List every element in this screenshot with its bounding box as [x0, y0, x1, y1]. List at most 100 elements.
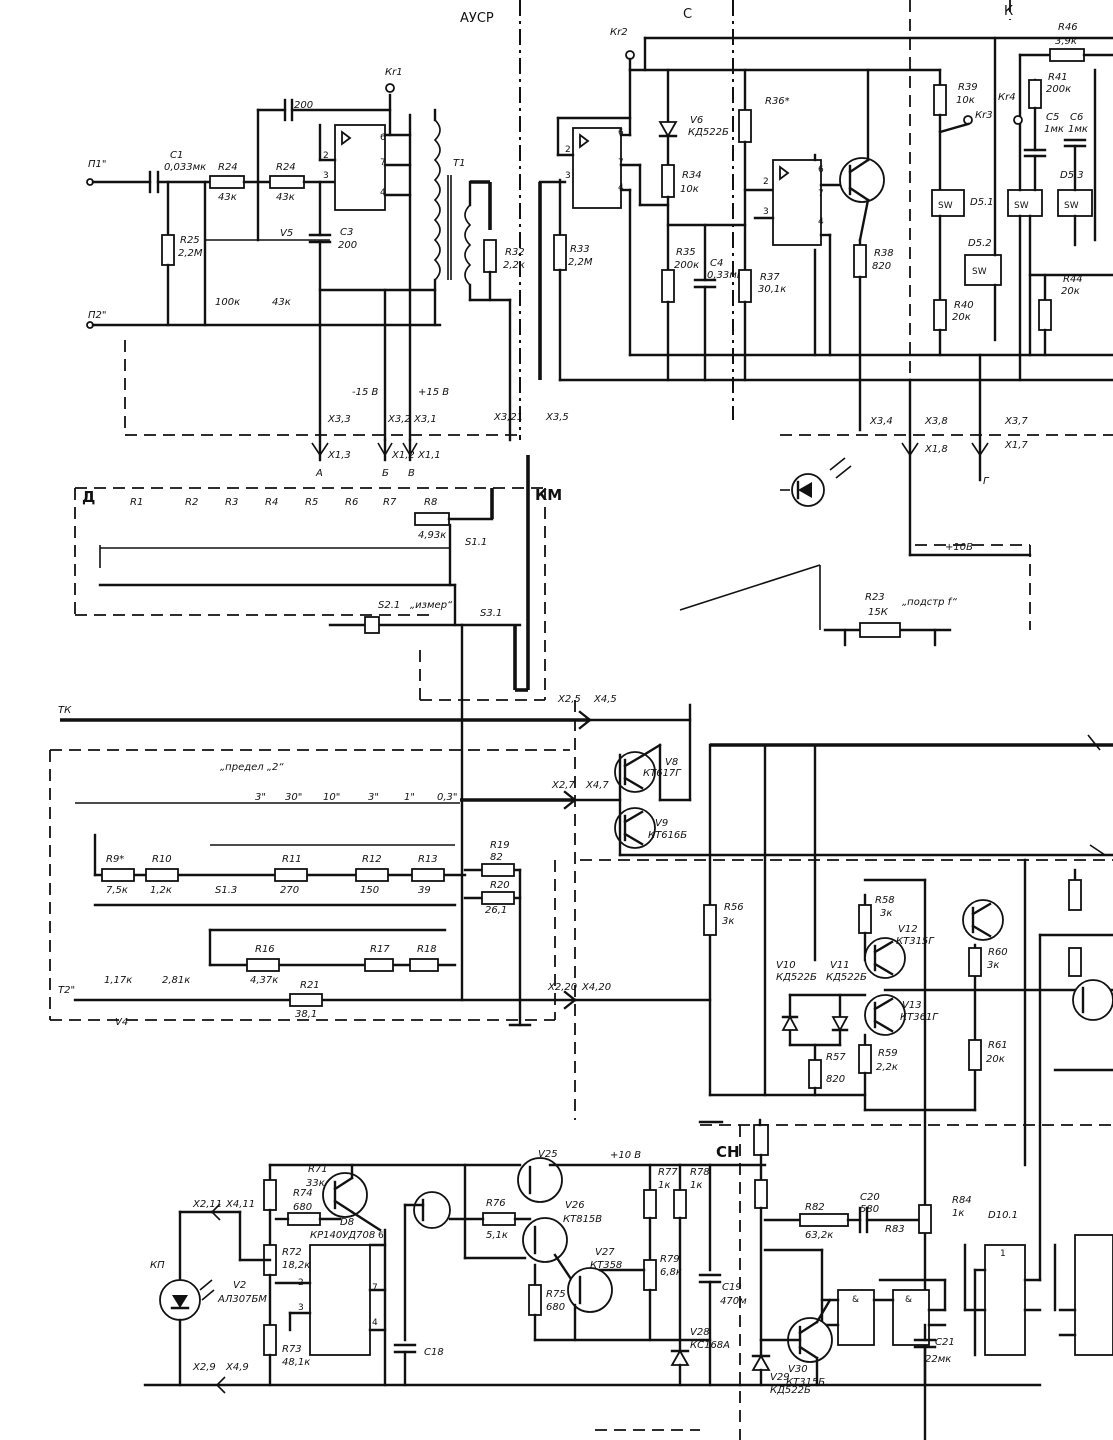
v30-label: V30	[788, 1364, 808, 1375]
svg-text:2: 2	[323, 151, 329, 161]
connector-x37: X3,7	[1004, 416, 1028, 427]
c5-value: 1мк	[1044, 124, 1064, 135]
s21-value: „измер“	[410, 600, 453, 611]
connector-x45: X4,5	[593, 694, 617, 705]
connector-x211: X2,11	[192, 1199, 222, 1210]
r82-value: 63,2к	[805, 1230, 833, 1241]
v13-label: V13	[902, 1000, 922, 1011]
svg-text:7: 7	[372, 1283, 378, 1293]
r21-label: R21	[300, 980, 320, 991]
r4-label: R4	[265, 497, 278, 508]
r3-label: R3	[225, 497, 238, 508]
r72-value: 18,2к	[282, 1260, 310, 1271]
ground-symbols	[698, 734, 1106, 1127]
r24b-value: 43к	[276, 192, 295, 203]
r24b-label: R24	[276, 162, 296, 173]
svg-text:2: 2	[565, 145, 571, 155]
v11-label: V11	[830, 960, 850, 971]
switch-pos-2: 10"	[323, 792, 340, 803]
r73-value: 48,1к	[282, 1357, 310, 1368]
svg-text:4: 4	[372, 1318, 378, 1328]
output-g: Г	[983, 476, 990, 487]
voltage-plus10-top: +10В	[945, 542, 973, 553]
r46-value: 3,9к	[1055, 36, 1077, 47]
section-c-circuit: R33 2,2М 2 3 6 7 4 Кr2 V6 КД522Б R34 10к	[538, 27, 1113, 432]
connector-x33: X3,3	[327, 414, 351, 425]
r24a-label: R24	[218, 162, 238, 173]
r32-label: R32	[505, 247, 525, 258]
terminal-p1: П1"	[88, 159, 106, 170]
r18-label: R18	[417, 944, 437, 955]
r16-value: 4,37к	[250, 975, 278, 986]
c4-value: 0,33мк	[707, 270, 743, 281]
r23-label: R23	[865, 592, 885, 603]
connector-x220: X2,20	[547, 982, 577, 993]
r71-value: 33к	[306, 1178, 325, 1189]
r58-value: 3к	[880, 908, 892, 919]
connector-row-top: -15 В +15 В X3,3 X3,2 X3,1 X3,21 X3,5 X1…	[311, 323, 569, 479]
connector-x321: X3,21	[493, 412, 523, 423]
connector-x32: X3,2	[387, 414, 411, 425]
r39-label: R39	[958, 82, 978, 93]
r56-value: 3к	[722, 916, 734, 927]
connector-x31: X3,1	[413, 414, 437, 425]
terminal-t2: Т2"	[58, 985, 75, 996]
r23-trimmer: R23 15К „подстр f“	[679, 564, 958, 647]
c3-label: C3	[340, 227, 353, 238]
svg-text:4: 4	[818, 217, 824, 227]
svg-text:4: 4	[618, 183, 624, 193]
r56-label: R56	[724, 902, 744, 913]
input-stage: П1" П2" C1 0,033мк R25 2,2М R24 43к R24 …	[86, 67, 525, 442]
r25-label: R25	[180, 235, 200, 246]
svg-text:6: 6	[618, 128, 624, 138]
section-label-d: Д	[82, 488, 95, 506]
section-label-km: КМ	[535, 486, 562, 504]
r23-value: 15К	[868, 607, 889, 618]
r2-label: R2	[185, 497, 198, 508]
r13-label: R13	[418, 854, 438, 865]
r17-label: R17	[370, 944, 390, 955]
r16-label: R16	[255, 944, 275, 955]
d53-label: D5.3	[1060, 170, 1084, 181]
r38-label: R38	[874, 248, 894, 259]
v9-label: V9	[655, 818, 668, 829]
r76-value: 5,1к	[486, 1230, 508, 1241]
r60-label: R60	[988, 947, 1008, 958]
contact-kr2: Кr2	[610, 27, 628, 38]
v5-label: V5	[280, 228, 293, 239]
c1-label: C1	[170, 150, 183, 161]
svg-text:7: 7	[818, 189, 824, 199]
c4-label: C4	[710, 258, 723, 269]
r37-value: 30,1к	[758, 284, 786, 295]
r19-label: R19	[490, 840, 510, 851]
v6-label: V6	[690, 115, 703, 126]
switch-pos-0: 3"	[255, 792, 266, 803]
logic-circuit: R82 63,2к C20 580 R83 R84 1к D10.1 & & C…	[738, 1192, 1113, 1396]
v27-label: V27	[595, 1247, 615, 1258]
c19-value: 470м	[720, 1296, 747, 1307]
connector-row-right: X3,4 X3,8 X3,7 X1,8 X1,7 Г +10В	[780, 353, 1032, 557]
c200top-value: 200	[294, 100, 313, 111]
switch-pos-4: 1"	[404, 792, 415, 803]
r79-value: 6,8к	[660, 1267, 682, 1278]
switch-pos-3: 3"	[368, 792, 379, 803]
switch-pos-1: 30"	[285, 792, 302, 803]
connector-x47: X4,7	[585, 780, 609, 791]
connector-x420: X4,20	[581, 982, 611, 993]
connector-x11: X1,1	[417, 450, 441, 461]
connector-x38: X3,8	[924, 416, 948, 427]
connector-x12: X1,2	[391, 450, 415, 461]
r61-label: R61	[988, 1040, 1008, 1051]
svg-text:&: &	[852, 1295, 859, 1305]
d10-label: D10.1	[988, 1210, 1018, 1221]
section-d-circuit: R1 R2 R3 R4 R5 R6 R7 R8 4,93к S1.1 S2.1 …	[58, 455, 712, 1028]
r74-label: R74	[293, 1188, 313, 1199]
v30-value: КТ315Б	[786, 1377, 825, 1388]
svg-text:&: &	[905, 1295, 912, 1305]
r79-label: R79	[660, 1254, 680, 1265]
connector-x411: X4,11	[225, 1199, 255, 1210]
contact-kr3: Кr3	[975, 110, 993, 121]
terminal-tk: ТК	[58, 705, 72, 716]
r75-label: R75	[546, 1289, 566, 1300]
d51-label: D5.1	[970, 197, 994, 208]
